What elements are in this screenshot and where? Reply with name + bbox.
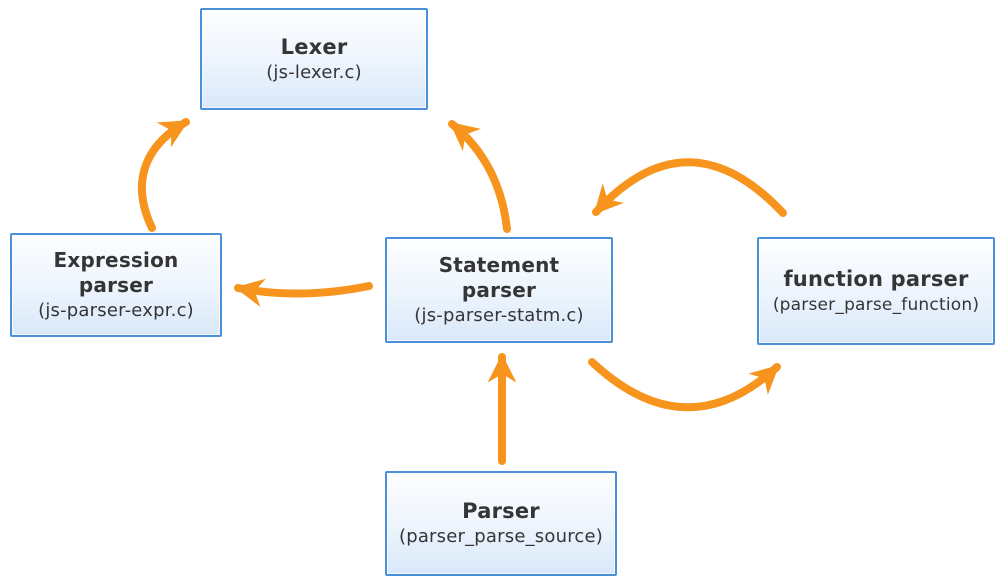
arrow-statement-parser-to-function-parser: [588, 358, 781, 412]
node-expression-parser: Expression parser (js-parser-expr.c): [10, 233, 222, 337]
arrow-statement-parser-to-lexer: [448, 120, 511, 233]
node-parser-subtitle: (parser_parse_source): [398, 526, 604, 548]
node-lexer: Lexer (js-lexer.c): [200, 8, 428, 110]
node-lexer-title: Lexer: [280, 34, 348, 59]
node-parser-title: Parser: [462, 499, 540, 524]
node-statement-parser-subtitle: (js-parser-statm.c): [414, 304, 584, 326]
arrow-function-parser-to-statement-parser: [592, 158, 787, 217]
node-function-parser-title: function parser: [783, 267, 969, 292]
node-function-parser-subtitle: (parser_parse_function): [772, 294, 980, 315]
node-parser: Parser (parser_parse_source): [385, 471, 617, 576]
node-function-parser: function parser (parser_parse_function): [757, 237, 995, 345]
arrow-expression-parser-to-lexer: [137, 118, 190, 232]
node-statement-parser-title: Statement parser: [438, 252, 560, 302]
arrow-statement-parser-to-expression-parser: [234, 278, 373, 307]
node-statement-parser: Statement parser (js-parser-statm.c): [385, 237, 613, 343]
node-expression-parser-title: Expression parser: [53, 247, 179, 297]
node-lexer-subtitle: (js-lexer.c): [266, 61, 362, 83]
node-expression-parser-subtitle: (js-parser-expr.c): [38, 299, 194, 321]
